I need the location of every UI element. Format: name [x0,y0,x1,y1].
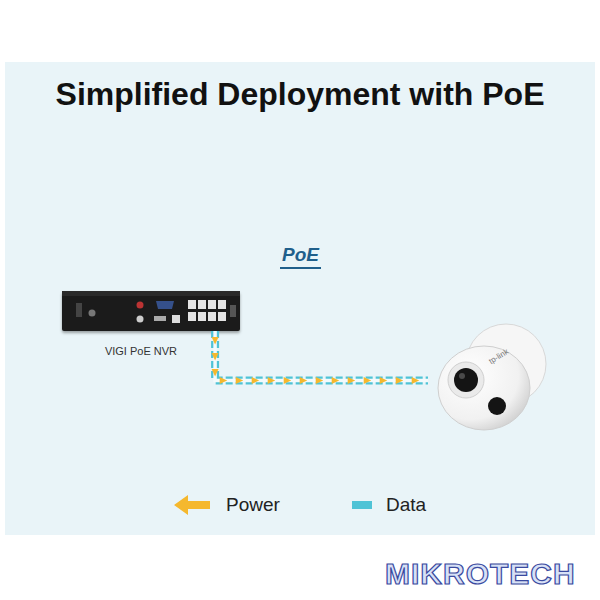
power-arrowhead [252,377,260,384]
power-arrowhead [268,377,276,384]
power-arrow-symbol [172,494,212,516]
watermark: MIKROTECH [385,557,576,591]
legend-swatch [352,501,372,509]
power-arrowhead [300,377,308,384]
power-arrowhead [212,353,219,361]
camera-illustration [428,318,548,438]
poe-label: PoE [280,244,321,269]
legend-entry: Data [352,494,426,516]
power-arrowhead [380,377,388,384]
power-arrowhead [236,377,244,384]
power-arrowhead [396,377,404,384]
camera-device: tp-link [428,318,548,438]
power-arrowhead [412,377,420,384]
nvr-device: VIGI PoE NVR [62,291,240,331]
diagram-title: Simplified Deployment with PoE [0,76,600,113]
power-arrowhead [212,337,219,345]
cable-core [215,331,428,380]
device-label: VIGI PoE NVR [42,345,240,357]
power-arrowhead [348,377,356,384]
legend-text: Power [226,494,280,516]
legend-entry: Power [172,494,280,516]
background-panel [5,62,595,535]
poe-cable [212,331,428,384]
legend-text: Data [386,494,426,516]
data-line [215,331,428,380]
power-arrowhead [316,377,324,384]
nvr-illustration [62,291,240,331]
power-arrowhead [332,377,340,384]
power-arrowhead [220,377,228,384]
power-arrowhead [364,377,372,384]
power-arrowhead [284,377,292,384]
power-arrowhead [212,369,219,377]
